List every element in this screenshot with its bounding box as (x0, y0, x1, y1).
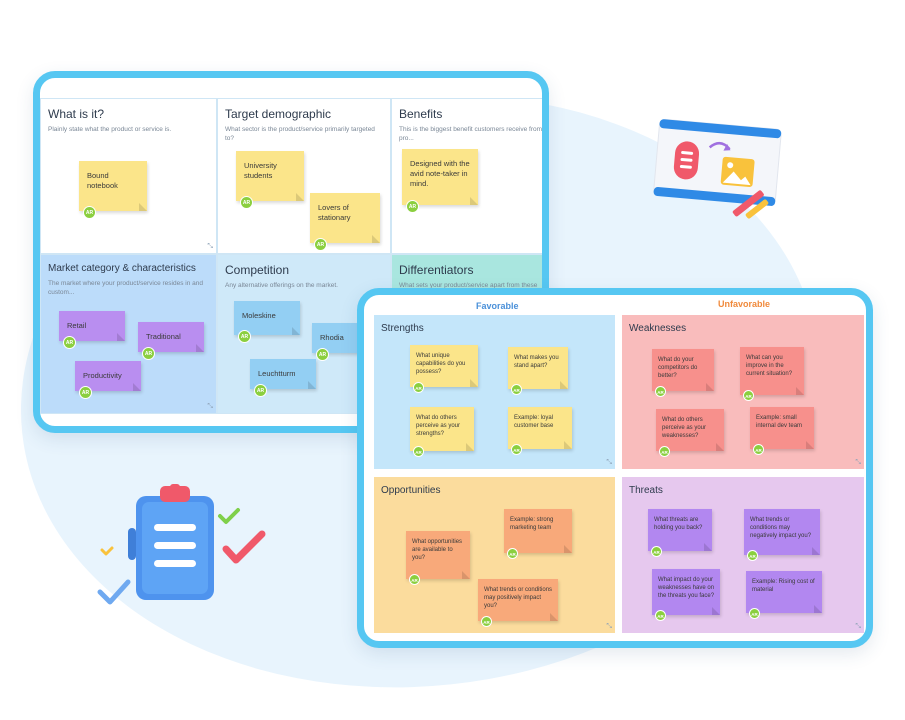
avatar: AR (238, 330, 251, 343)
avatar: AR (314, 238, 327, 251)
cell-title: What is it? (48, 107, 105, 121)
sticky-note[interactable]: What do others perceive as your weakness… (656, 409, 724, 457)
sticky-note[interactable]: What makes you stand apart? AR (508, 347, 568, 395)
cell-title: Target demographic (225, 107, 332, 121)
avatar: AR (481, 616, 492, 627)
avatar: AR (240, 196, 253, 209)
sticky-note[interactable]: Moleskine AR (234, 301, 300, 343)
cell-title: Strengths (381, 323, 424, 334)
whiteboard-convert-icon (653, 118, 782, 219)
resize-icon[interactable]: ⤡ (207, 403, 213, 410)
avatar: AR (63, 336, 76, 349)
cell-title: Threats (629, 485, 663, 496)
avatar: AR (409, 574, 420, 585)
sticky-note[interactable]: Example: Rising cost of material AR (746, 571, 822, 619)
resize-icon[interactable]: ⤡ (855, 623, 861, 630)
avatar: AR (83, 206, 96, 219)
avatar: AR (413, 382, 424, 393)
avatar: AR (511, 384, 522, 395)
avatar: AR (659, 446, 670, 457)
avatar: AR (406, 200, 419, 213)
clipboard-checklist-icon (97, 484, 266, 605)
swot-board: Favorable Unfavorable Strengths What uni… (357, 288, 873, 648)
avatar: AR (511, 444, 522, 455)
avatar: AR (413, 446, 424, 457)
sticky-note[interactable]: Designed with the avid note-taker in min… (402, 149, 478, 213)
sticky-note[interactable]: What unique capabilities do you possess?… (410, 345, 478, 393)
avatar: AR (655, 386, 666, 397)
cell-title: Benefits (399, 107, 443, 121)
resize-icon[interactable]: ⤡ (606, 623, 612, 630)
resize-icon[interactable]: ⤡ (207, 243, 213, 250)
cell-target-demographic[interactable]: Target demographic What sector is the pr… (217, 98, 391, 254)
cell-description: This is the biggest benefit customers re… (399, 126, 543, 142)
sticky-note[interactable]: What impact do your weaknesses have on t… (652, 569, 720, 621)
cell-benefits[interactable]: Benefits This is the biggest benefit cus… (391, 98, 543, 254)
avatar: AR (651, 546, 662, 557)
sticky-note[interactable]: Bound notebook AR (79, 161, 147, 219)
cell-title: Weaknesses (629, 323, 687, 334)
resize-icon[interactable]: ⤡ (855, 459, 861, 466)
sticky-note[interactable]: Example: strong marketing team AR (504, 509, 572, 559)
sticky-note[interactable]: Example: small internal dev team AR (750, 407, 814, 455)
cell-threats[interactable]: Threats What threats are holding you bac… (622, 477, 864, 633)
cell-title: Competition (225, 263, 290, 277)
avatar: AR (747, 550, 758, 561)
avatar: AR (753, 444, 764, 455)
cell-opportunities[interactable]: Opportunities What opportunities are ava… (374, 477, 615, 633)
sticky-note[interactable]: Example: loyal customer base AR (508, 407, 572, 455)
sticky-note[interactable]: Lovers of stationary AR (310, 193, 380, 251)
avatar: AR (655, 610, 666, 621)
avatar: AR (507, 548, 518, 559)
avatar: AR (79, 386, 92, 399)
sticky-note[interactable]: What can you improve in the current situ… (740, 347, 804, 401)
cell-description: The market where your product/service re… (48, 280, 203, 296)
sticky-note[interactable]: What opportunities are available to you?… (406, 531, 470, 585)
sticky-note[interactable]: Productivity AR (75, 361, 141, 399)
cell-weaknesses[interactable]: Weaknesses What do your competitors do b… (622, 315, 864, 469)
sticky-note[interactable]: University students AR (236, 151, 304, 209)
avatar: AR (316, 348, 329, 361)
sticky-note[interactable]: What threats are holding you back? AR (648, 509, 712, 557)
sticky-note[interactable]: What do your competitors do better? AR (652, 349, 714, 397)
cell-description: Any alternative offerings on the market. (225, 282, 338, 289)
sticky-note[interactable]: What do others perceive as your strength… (410, 407, 474, 457)
sticky-note[interactable]: Retail AR (59, 311, 125, 349)
sticky-note[interactable]: What trends or conditions may positively… (478, 579, 558, 627)
cell-description: What sets your product/service apart fro… (399, 282, 538, 289)
cell-title: Market category & characteristics (48, 263, 196, 274)
favorable-heading: Favorable (476, 301, 519, 311)
cell-strengths[interactable]: Strengths What unique capabilities do yo… (374, 315, 615, 469)
cell-title: Opportunities (381, 485, 441, 496)
cell-description: Plainly state what the product or servic… (48, 126, 172, 133)
sticky-note[interactable]: Leuchtturm AR (250, 359, 316, 397)
resize-icon[interactable]: ⤡ (606, 459, 612, 466)
cell-title: Differentiators (399, 263, 474, 277)
avatar: AR (743, 390, 754, 401)
unfavorable-heading: Unfavorable (718, 299, 771, 309)
cell-market-category[interactable]: Market category & characteristics The ma… (40, 254, 217, 414)
cell-what-is-it[interactable]: What is it? Plainly state what the produ… (40, 98, 217, 254)
avatar: AR (254, 384, 267, 397)
cell-description: What sector is the product/service prima… (225, 126, 375, 142)
sticky-note[interactable]: What trends or conditions may negatively… (744, 509, 820, 561)
sticky-note[interactable]: Traditional AR (138, 322, 204, 360)
avatar: AR (142, 347, 155, 360)
avatar: AR (749, 608, 760, 619)
